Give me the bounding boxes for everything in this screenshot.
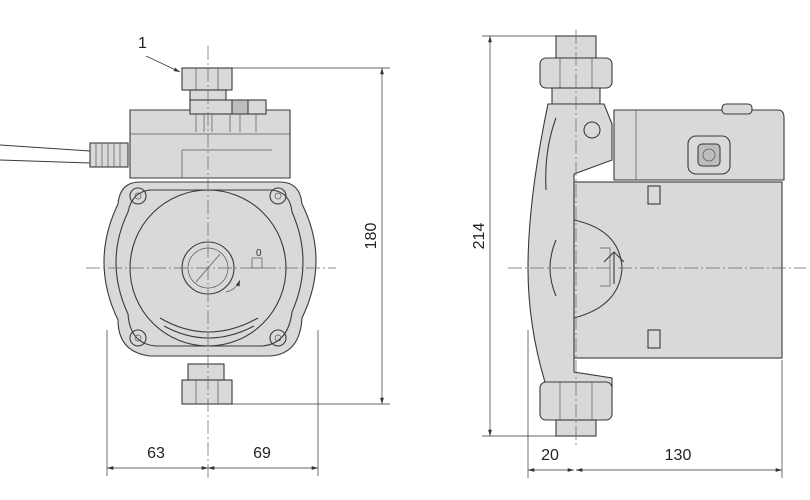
front-view: 0 1 180 (0, 35, 390, 478)
side-terminal-box (613, 103, 785, 181)
front-height-dimension: 180 (232, 67, 390, 405)
side-pump-casing (527, 103, 613, 393)
bottom-inlet-nut (181, 363, 233, 405)
power-cable (0, 142, 129, 168)
svg-text:0: 0 (256, 248, 262, 259)
front-right-width-label: 69 (253, 445, 271, 462)
terminal-box (129, 99, 291, 179)
callout-1: 1 (138, 35, 181, 73)
front-left-width-label: 63 (147, 445, 165, 462)
side-height-label: 214 (471, 223, 488, 250)
side-height-dimension: 214 (471, 35, 556, 437)
side-inlet-offset-label: 20 (541, 447, 559, 464)
side-bottom-nut (539, 381, 613, 437)
pump-housing: 0 (103, 181, 317, 357)
side-view: 214 20 130 (471, 30, 806, 478)
side-motor-body (573, 181, 783, 359)
callout-label: 1 (138, 35, 147, 52)
front-height-label: 180 (363, 223, 380, 250)
side-width-dimensions: 20 130 (527, 330, 783, 478)
front-width-dimensions: 63 69 (106, 330, 319, 476)
side-body-length-label: 130 (665, 447, 692, 464)
